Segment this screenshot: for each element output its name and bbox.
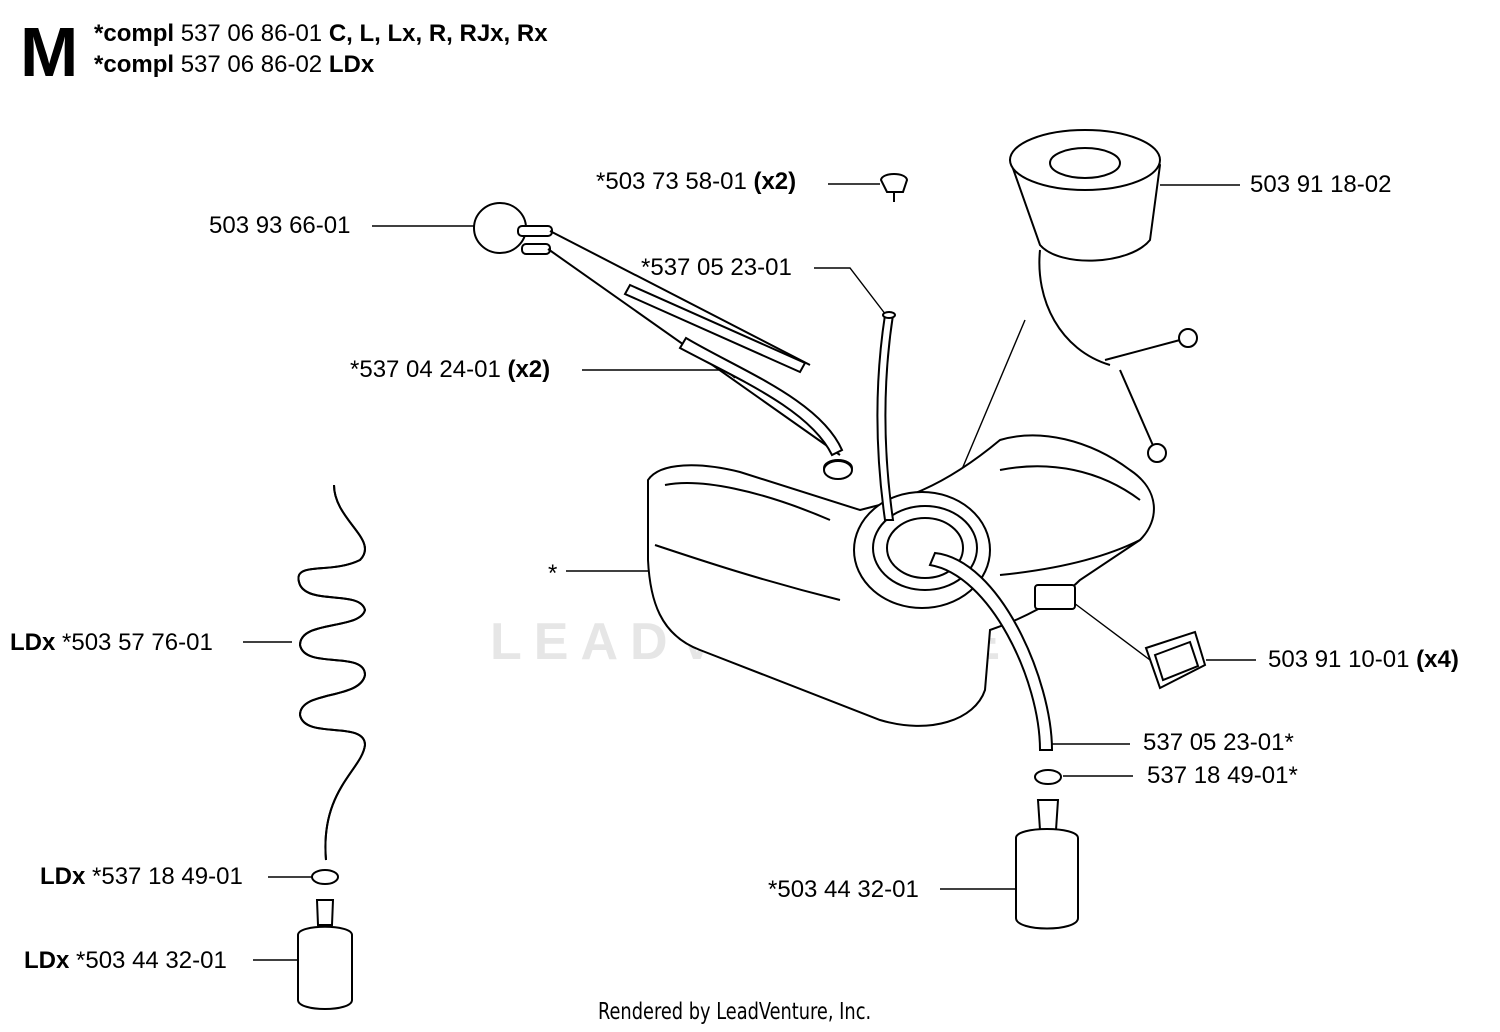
- callout-part-number: *537 05 23-01: [641, 254, 792, 281]
- callout-rubber-plug: 503 91 10-01 (x4): [1268, 646, 1459, 674]
- rubber-plug: [1144, 630, 1207, 690]
- callout-quantity: (x2): [507, 356, 551, 383]
- callout-ldx-fuel-filter: LDx *503 44 32-01: [24, 947, 227, 975]
- header-models: LDx: [328, 51, 375, 78]
- fuel-hose-connector: [473, 202, 853, 480]
- header-prefix: *compl: [94, 20, 175, 47]
- callout-ldx-coiled-hose: LDx *503 57 76-01: [10, 629, 213, 657]
- callout-part-number: 537 05 23-01*: [1143, 729, 1294, 756]
- fuel-tank: [647, 434, 1155, 727]
- callout-fuel-hose: *537 04 24-01 (x2): [350, 356, 550, 384]
- callout-vent-valve: *503 73 58-01 (x2): [596, 168, 796, 196]
- callout-model: LDx: [10, 629, 56, 656]
- callout-return-hose: *537 05 23-01: [641, 254, 792, 282]
- callout-part-number: 503 91 18-02: [1250, 171, 1392, 198]
- callout-fuel-filter: *503 44 32-01: [768, 876, 919, 904]
- header-line-1: *compl 537 06 86-01 C, L, Lx, R, RJx, Rx: [94, 20, 548, 48]
- callout-model: LDx: [40, 863, 86, 890]
- header-line-2: *compl 537 06 86-02 LDx: [94, 51, 374, 79]
- leader-lines: [243, 183, 1256, 961]
- callout-part-number: *537 18 49-01: [92, 863, 243, 890]
- return-hose: [876, 311, 896, 521]
- header-part-number: 537 06 86-01: [180, 20, 323, 47]
- tank-cap: [1008, 129, 1198, 463]
- callout-part-number: 537 18 49-01*: [1147, 762, 1298, 789]
- vent-valve: [879, 173, 909, 202]
- header-prefix: *compl: [94, 51, 175, 78]
- callout-part-number: *: [548, 560, 558, 587]
- callout-part-number: *503 57 76-01: [62, 629, 213, 656]
- callout-part-number: *503 44 32-01: [768, 876, 919, 903]
- callout-part-number: *503 44 32-01: [76, 947, 227, 974]
- internal-fuel-hose: [928, 551, 1079, 930]
- callout-tank-cap: 503 91 18-02: [1250, 171, 1391, 199]
- callout-o-ring: 537 18 49-01*: [1147, 762, 1298, 790]
- ldx-coiled-hose: [297, 484, 367, 1010]
- callout-quantity: (x2): [753, 168, 797, 195]
- callout-part-number: 503 93 66-01: [209, 212, 351, 239]
- callout-hose-connector: 503 93 66-01: [209, 212, 350, 240]
- callout-part-number: 503 91 10-01: [1268, 646, 1410, 673]
- section-letter: M: [20, 13, 78, 91]
- callout-part-number: *503 73 58-01: [596, 168, 747, 195]
- callout-internal-hose: 537 05 23-01*: [1143, 729, 1294, 757]
- callout-fuel-tank: *: [548, 560, 557, 588]
- footer-credit: Rendered by LeadVenture, Inc.: [598, 999, 872, 1025]
- header-part-number: 537 06 86-02: [180, 51, 323, 78]
- callout-ldx-o-ring: LDx *537 18 49-01: [40, 863, 243, 891]
- callout-model: LDx: [24, 947, 70, 974]
- header-models: C, L, Lx, R, RJx, Rx: [328, 20, 548, 47]
- callout-part-number: *537 04 24-01: [350, 356, 501, 383]
- callout-quantity: (x4): [1416, 646, 1459, 673]
